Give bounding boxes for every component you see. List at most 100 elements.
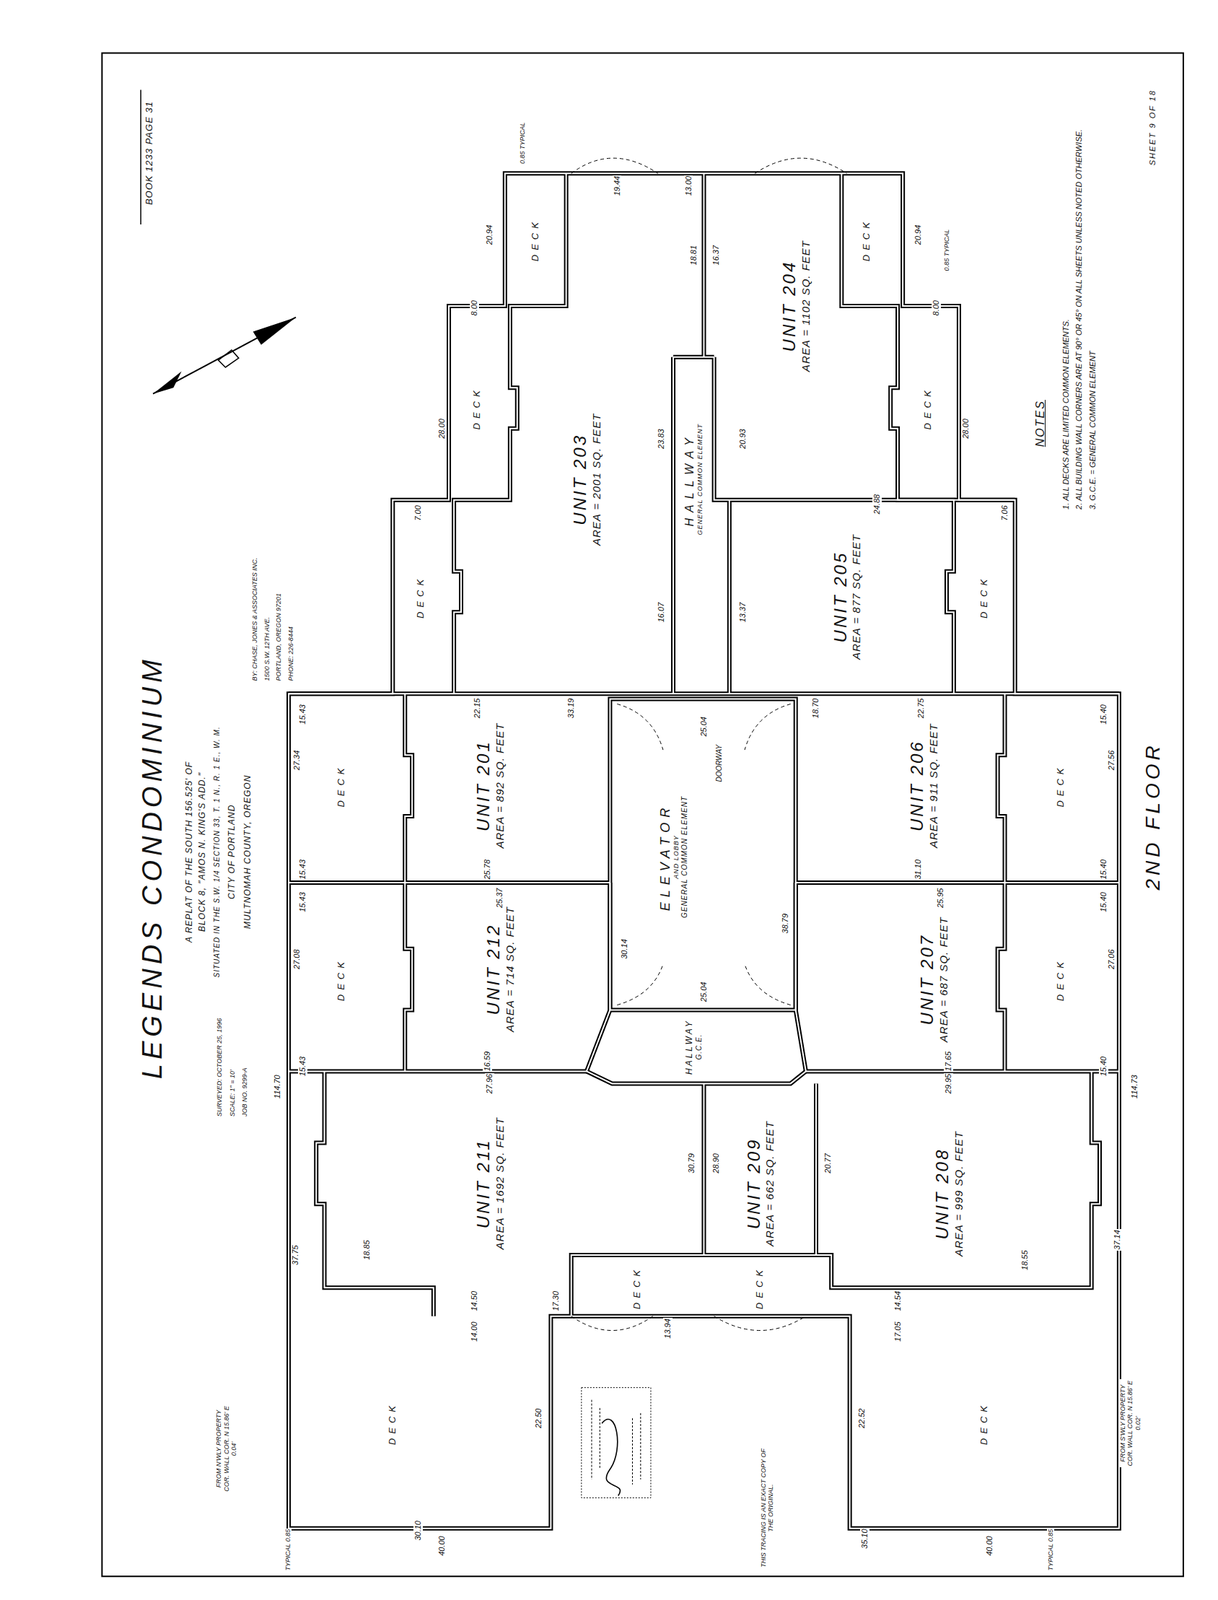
dimension-label: 27.56 [1106,749,1117,772]
dimension-label: 16.07 [656,601,667,624]
area-name: UNIT 203 [570,412,591,547]
dimension-label: 8.00 [469,299,480,317]
area-name: ELEVATOR [658,794,674,920]
dimension-label: 27.96 [484,1072,495,1095]
dimension-label: 7.06 [1000,504,1010,521]
unit-area: UNIT 211AREA = 1692 SQ. FEET [472,1113,507,1253]
area-name: DECK [861,216,873,263]
deck-area: DECK [631,1262,644,1313]
plat-note: FROM S'WLY PROPERTY COR. WALL COR. N 15.… [1119,1378,1142,1467]
dimension-label: 31.10 [913,858,923,881]
plat-note: BLOCK 8, "AMOS N. KING'S ADD." [197,771,208,933]
wall-outline [288,173,1120,1528]
margin-line [139,89,142,225]
area-name: DECK [530,216,542,263]
dimension-label: 15.43 [298,858,308,881]
deck-area: DECK [414,571,428,622]
dimension-label: 13.37 [738,601,748,624]
area-name: DECK [336,761,348,809]
plat-note: SHEET 9 OF 18 [1148,88,1158,166]
deck-area: DECK [978,571,991,622]
unit-area: UNIT 201AREA = 892 SQ. FEET [472,719,507,853]
area-note: AREA = 911 SQ. FEET [927,721,940,850]
area-note: AREA = 892 SQ. FEET [493,721,506,851]
north-arrow [152,317,296,394]
area-name: DECK [387,1399,399,1447]
dimension-label: 15.40 [1098,891,1109,913]
plat-note: JOB NO. 9299-A [241,1067,249,1118]
deck-area: DECK [860,214,874,265]
dimension-label: 29.95 [943,1072,954,1095]
area-name: DECK [754,1264,766,1311]
unit-area: UNIT 203AREA = 2001 SQ. FEET [569,409,604,550]
dimension-label: 30.14 [619,938,630,960]
area-name: HALLWAY [684,1017,695,1076]
dimension-label: 25.37 [494,887,505,910]
dimension-label: 28.00 [961,417,971,440]
unit-area: UNIT 212AREA = 714 SQ. FEET [482,902,517,1036]
dimension-label: 35.10 [860,1527,870,1550]
plat-note: 1500 S.W. 12TH AVE. [263,616,271,682]
dimension-label: 18.85 [362,1238,372,1261]
unit-area: UNIT 205AREA = 877 SQ. FEET [829,530,864,664]
plat-note: SCALE: 1" = 10' [228,1068,236,1117]
deck-area: DECK [335,759,348,811]
dimension-label: 20.94 [484,224,495,247]
plat-note: PORTLAND, OREGON 97201 [274,592,283,682]
area-note: AREA = 1692 SQ. FEET [493,1115,506,1251]
unit-area: UNIT 207AREA = 687 SQ. FEET [916,912,951,1046]
plat-title: LEGENDS CONDOMINIUM [137,654,169,1080]
plat-note: FROM N'WLY PROPERTY COR. WALL COR. N 15.… [215,1404,238,1493]
dimension-label: 20.93 [738,427,748,450]
dimension-label: 114.73 [1129,1073,1140,1099]
plat-note: BY: CHASE, JONES & ASSOCIATES INC. [251,557,259,682]
dimension-label: 28.90 [711,1152,721,1174]
plat-note: CITY OF PORTLAND [227,803,238,900]
unit-area: UNIT 204AREA = 1102 SQ. FEET [778,236,813,376]
area-note: G.C.E. [694,1017,704,1076]
dimension-label: 18.70 [811,697,821,720]
area-name: HALLWAY [683,422,697,537]
notes-heading: NOTES [1034,399,1047,448]
area-name: UNIT 204 [779,238,800,374]
dimension-label: 24.88 [872,493,882,516]
plat-note: DOORWAY [715,743,724,783]
deck-area: DECK [529,214,542,265]
area-note: AREA = 662 SQ. FEET [763,1119,776,1248]
area-note: AREA = 999 SQ. FEET [952,1129,965,1258]
area-name: UNIT 211 [473,1115,494,1251]
plat-note: 1. ALL DECKS ARE LIMITED COMMON ELEMENTS… [1061,318,1071,511]
elevator-lobby: ELEVATORAND LOBBYGENERAL COMMON ELEMENT [657,792,690,922]
dimension-label: 37.14 [1112,1228,1123,1251]
area-name: DECK [979,573,990,620]
hallway-area: HALLWAYGENERAL COMMON ELEMENT [682,419,705,539]
dimension-label: 15.40 [1098,858,1109,881]
area-name: UNIT 206 [907,721,928,850]
deck-area: DECK [754,1262,767,1313]
area-note: GENERAL COMMON ELEMENT [696,422,704,537]
deck-area: DECK [922,382,935,433]
plat-note: TYPICAL 0.85 [284,1528,292,1571]
dimension-label: 17.05 [893,1320,903,1343]
dimension-label: 22.52 [857,1407,867,1430]
dimension-label: 22.15 [472,697,483,720]
plat-note: 0.85 TYPICAL [943,228,951,273]
dimension-label: 8.00 [931,299,941,317]
area-name: UNIT 205 [830,532,851,661]
plat-note: PHONE: 226-8444 [287,625,295,682]
deck-area: DECK [386,1397,400,1449]
dimension-label: 25.95 [935,887,946,910]
dimension-label: 33.19 [566,697,576,720]
dimension-label: 22.75 [916,697,926,720]
area-note: GENERAL COMMON ELEMENT [680,794,690,920]
dimension-label: 14.50 [469,1290,480,1312]
dimension-label: 20.94 [913,224,923,247]
dimension-label: 19.44 [612,175,622,197]
dimension-label: 20.77 [823,1152,833,1174]
area-name: UNIT 212 [483,904,504,1034]
dimension-label: 40.00 [437,1534,447,1557]
plat-note: 2ND FLOOR [1141,741,1165,891]
dimension-label: 38.79 [780,912,791,935]
dimension-label: 17.65 [943,1050,954,1073]
